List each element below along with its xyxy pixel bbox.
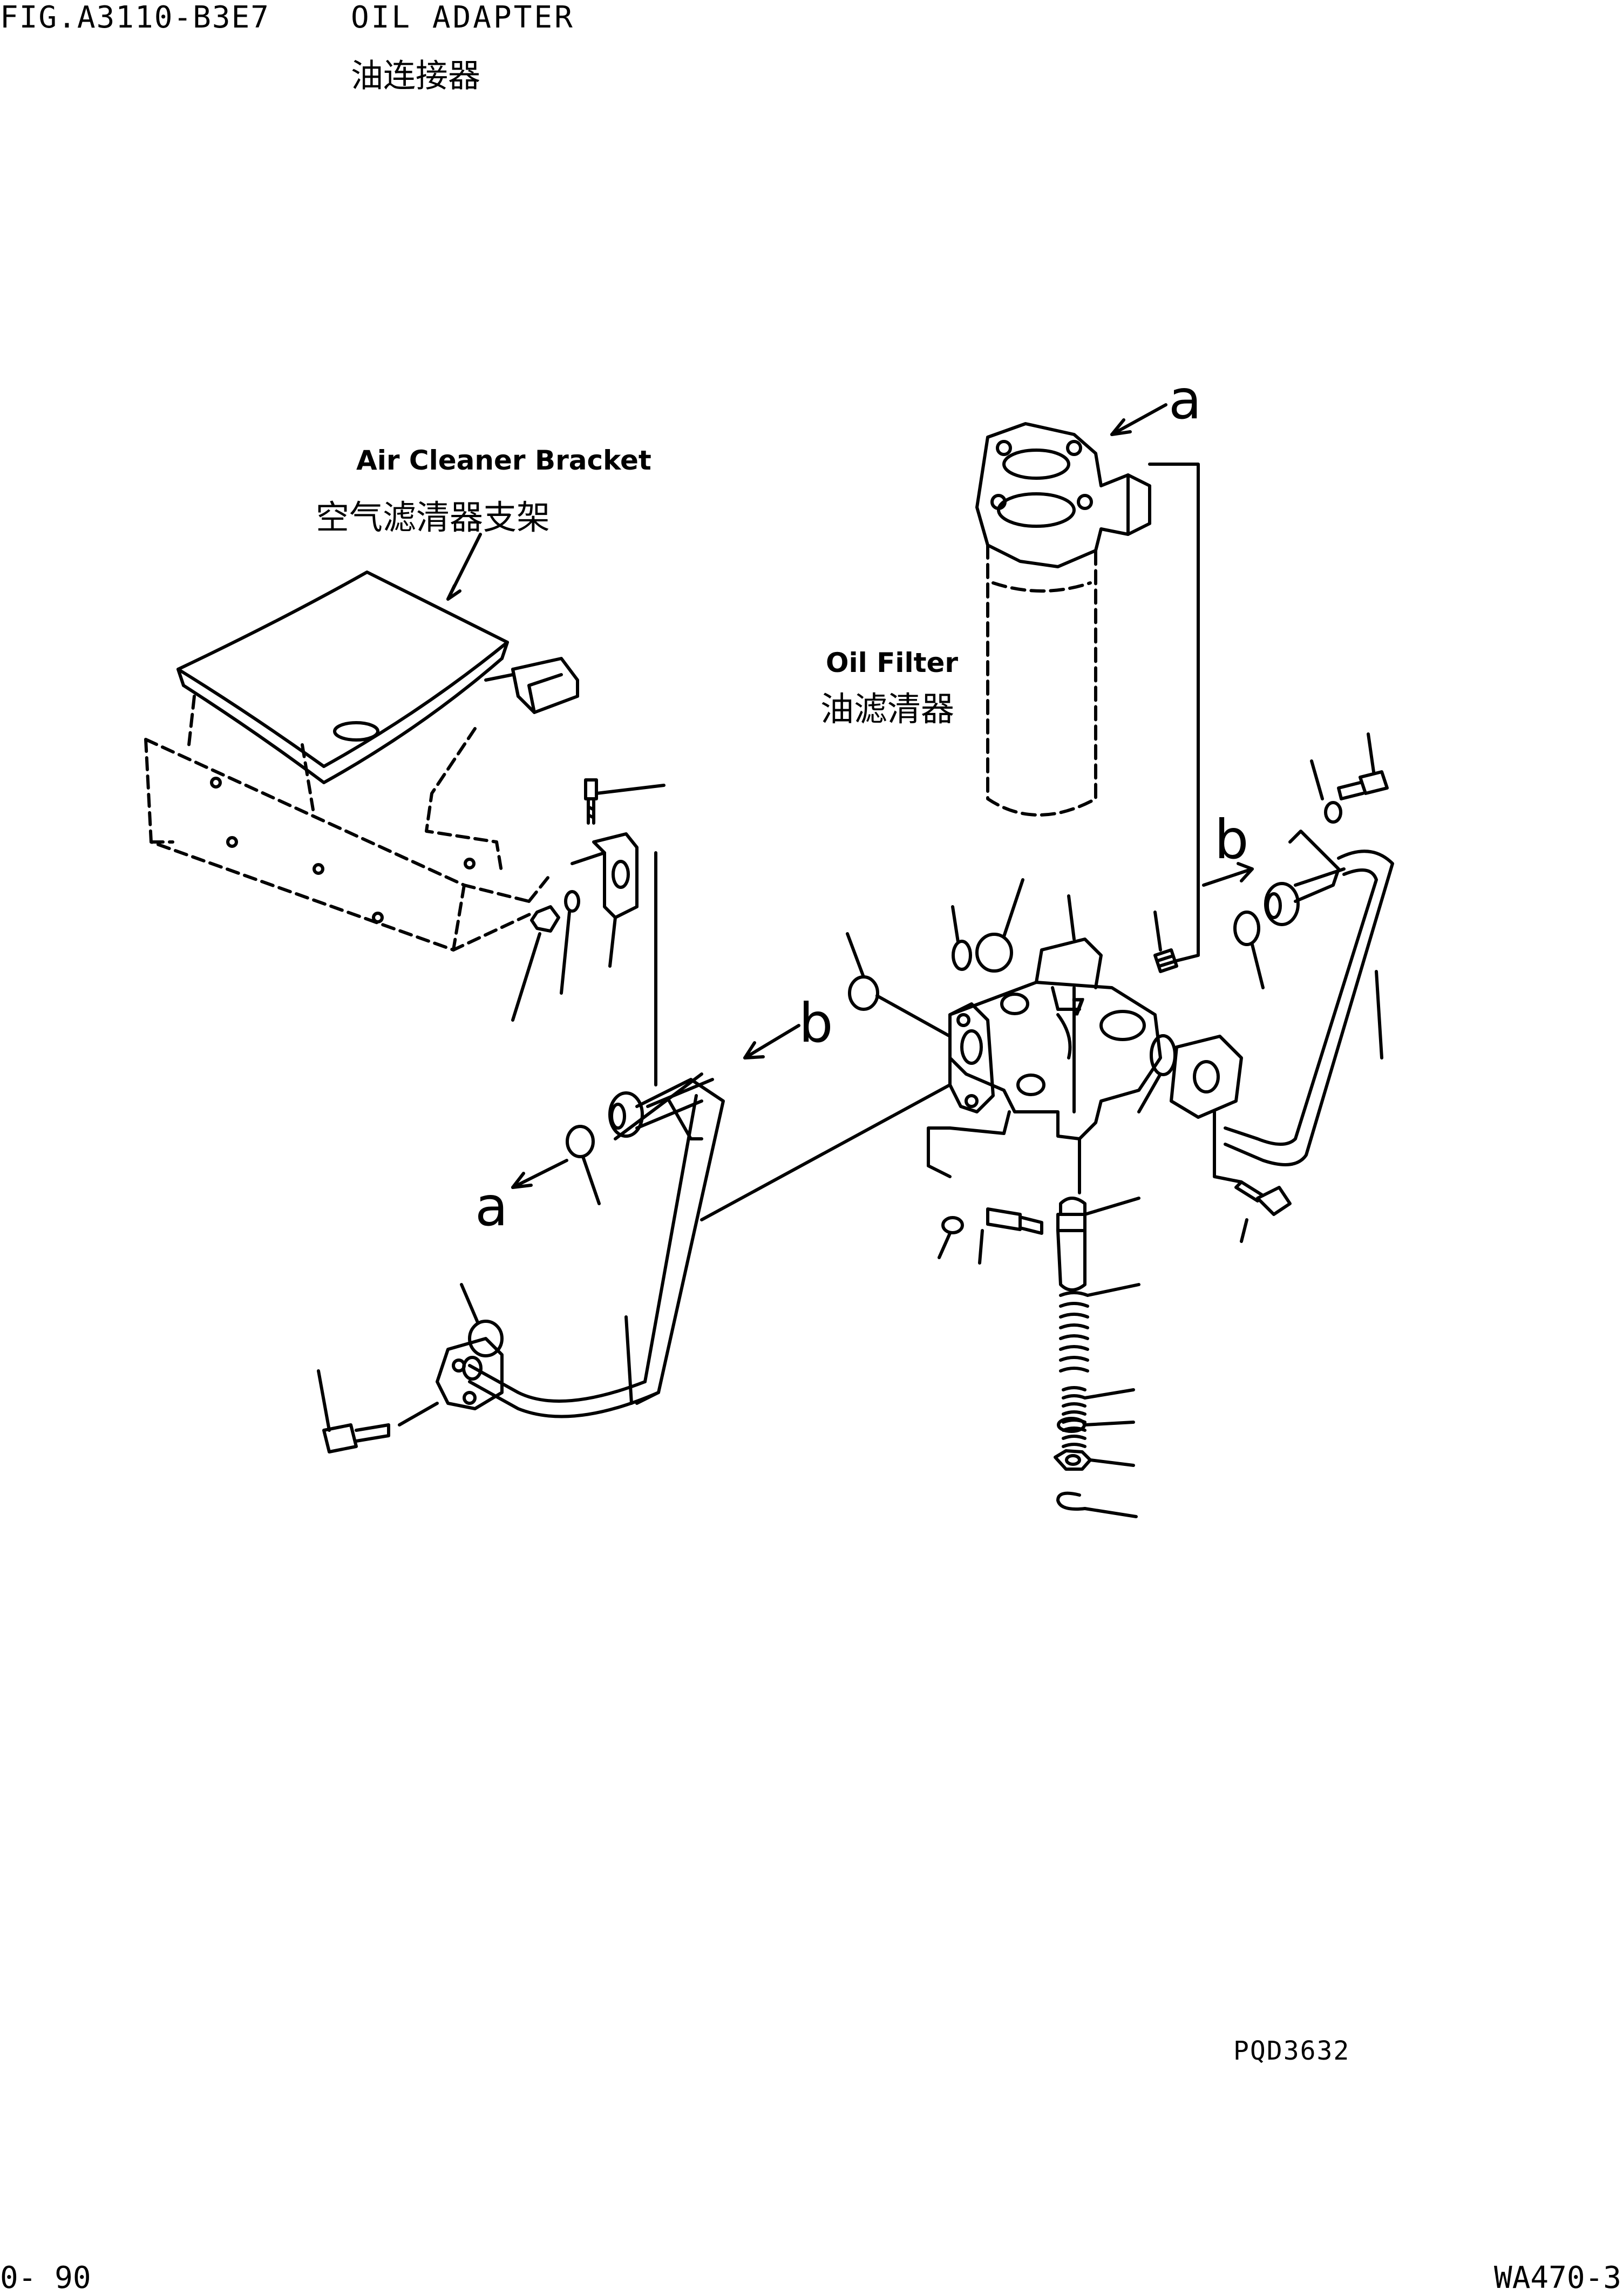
oil-filter-label: Oil Filter bbox=[826, 647, 958, 678]
pipe-end-bolt bbox=[317, 1369, 390, 1453]
oil-pipe-right bbox=[1170, 830, 1394, 1184]
air-cleaner-bracket-label-cn: 空气滤清器支架 bbox=[316, 498, 550, 537]
o-ring-top-small bbox=[952, 940, 972, 971]
title-english: OIL ADAPTER bbox=[351, 0, 575, 35]
o-ring-pipe-right bbox=[1233, 911, 1260, 946]
title-chinese: 油连接器 bbox=[351, 57, 480, 95]
o-ring-pipe-end bbox=[468, 1320, 504, 1357]
adapter-bolt bbox=[978, 1207, 1043, 1265]
right-pipe-flange-bolt bbox=[1234, 1180, 1292, 1243]
right-pipe-top-bolt bbox=[1310, 732, 1389, 824]
o-ring-pipe-left bbox=[566, 1125, 595, 1158]
oil-pipe-left bbox=[398, 1072, 725, 1426]
oil-filter-label-cn: 油滤清器 bbox=[820, 689, 954, 729]
plug-screw bbox=[1153, 911, 1178, 973]
adapter-washer bbox=[941, 1216, 964, 1234]
o-ring-right bbox=[1150, 1034, 1177, 1076]
callout-a-top: a bbox=[1169, 368, 1201, 431]
air-cleaner-bracket bbox=[144, 570, 579, 952]
o-ring-left bbox=[848, 975, 879, 1011]
drawing-code: PQD3632 bbox=[1233, 2036, 1350, 2066]
arrow-b-left bbox=[743, 1024, 800, 1059]
bracket-washer bbox=[560, 890, 580, 995]
valve-stack bbox=[1054, 1197, 1140, 1518]
callout-a-left: a bbox=[475, 1175, 508, 1238]
arrow-a-top bbox=[1110, 403, 1167, 436]
oil-adapter-body: 7 bbox=[927, 894, 1162, 1194]
bracket-bolt bbox=[584, 778, 666, 825]
bracket-nut bbox=[511, 905, 560, 1022]
o-ring-top-large bbox=[975, 933, 1013, 973]
machine-model: WA470-3 bbox=[1494, 2260, 1622, 2295]
figure-number: FIG.A3110-B3E7 bbox=[0, 0, 270, 35]
page-number: 0- 90 bbox=[0, 2260, 91, 2295]
svg-text:7: 7 bbox=[1071, 995, 1085, 1020]
air-cleaner-bracket-label: Air Cleaner Bracket bbox=[356, 445, 651, 476]
callout-b-left: b bbox=[799, 991, 833, 1055]
arrow-a-left bbox=[511, 1159, 568, 1189]
pipe-clamp-bracket bbox=[571, 832, 639, 919]
oil-filter bbox=[975, 422, 1200, 962]
arrow-b-right bbox=[1202, 867, 1254, 887]
callout-b-right: b bbox=[1214, 808, 1248, 871]
